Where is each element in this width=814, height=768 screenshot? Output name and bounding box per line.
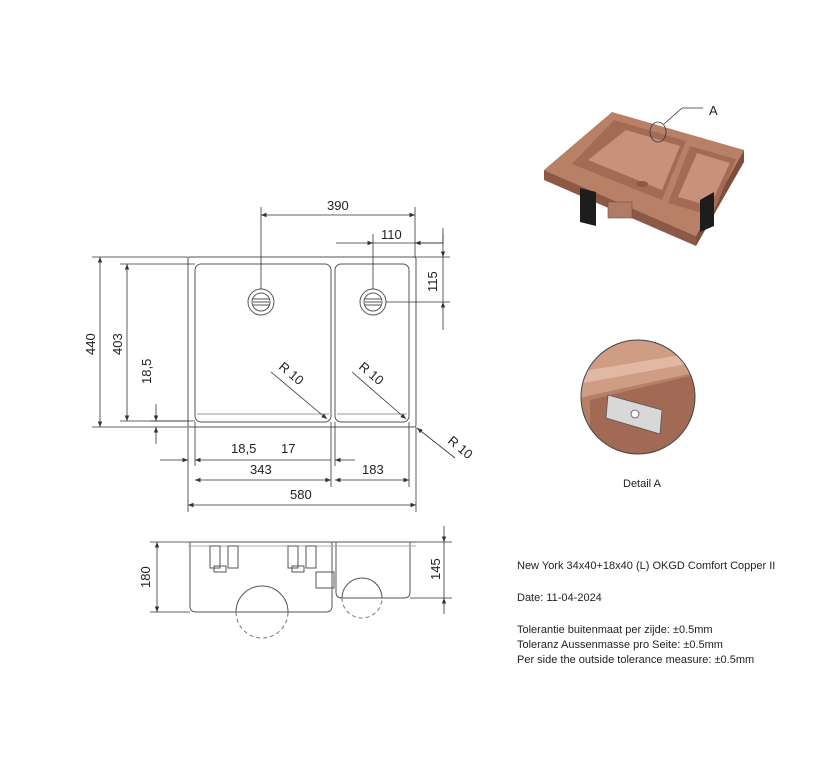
tolerance-en: Per side the outside tolerance measure: … <box>517 654 755 666</box>
product-name: New York 34x40+18x40 (L) OKGD Comfort Co… <box>517 560 776 572</box>
dim-115: 115 <box>425 271 440 292</box>
side-dimension-lines <box>150 526 452 614</box>
dim-183: 183 <box>362 462 384 477</box>
dim-403: 403 <box>110 333 125 355</box>
dim-180: 180 <box>138 566 153 588</box>
dim-r10-corner: R 10 <box>445 433 476 462</box>
waste-right <box>359 288 387 316</box>
dim-r10-left: R 10 <box>276 359 307 388</box>
dimension-lines <box>92 207 456 512</box>
dim-18-5-vertical: 18,5 <box>139 359 154 384</box>
dim-580: 580 <box>290 487 312 502</box>
side-view <box>188 541 416 639</box>
dim-18-5: 18,5 <box>231 441 256 456</box>
dim-r10-right: R 10 <box>356 359 387 388</box>
waste-left <box>247 288 275 316</box>
tolerance-de: Toleranz Aussenmasse pro Seite: ±0.5mm <box>517 639 723 651</box>
dim-110: 110 <box>381 227 402 242</box>
top-view <box>187 256 417 428</box>
detail-a-caption: Detail A <box>623 478 661 490</box>
sink-outline <box>187 256 417 428</box>
large-bowl <box>194 263 332 423</box>
sink-3d-render <box>544 107 744 246</box>
detail-marker: A <box>709 103 718 118</box>
tolerance-nl: Tolerantie buitenmaat per zijde: ±0.5mm <box>517 624 713 636</box>
dim-17: 17 <box>281 441 295 456</box>
dim-145: 145 <box>428 558 443 580</box>
small-bowl <box>334 263 410 423</box>
detail-a-view <box>581 340 695 454</box>
dim-343: 343 <box>250 462 272 477</box>
drawing-date: Date: 11-04-2024 <box>517 592 602 604</box>
dim-390: 390 <box>327 198 349 213</box>
dim-440: 440 <box>83 333 98 355</box>
detail-a-frame <box>580 339 696 455</box>
